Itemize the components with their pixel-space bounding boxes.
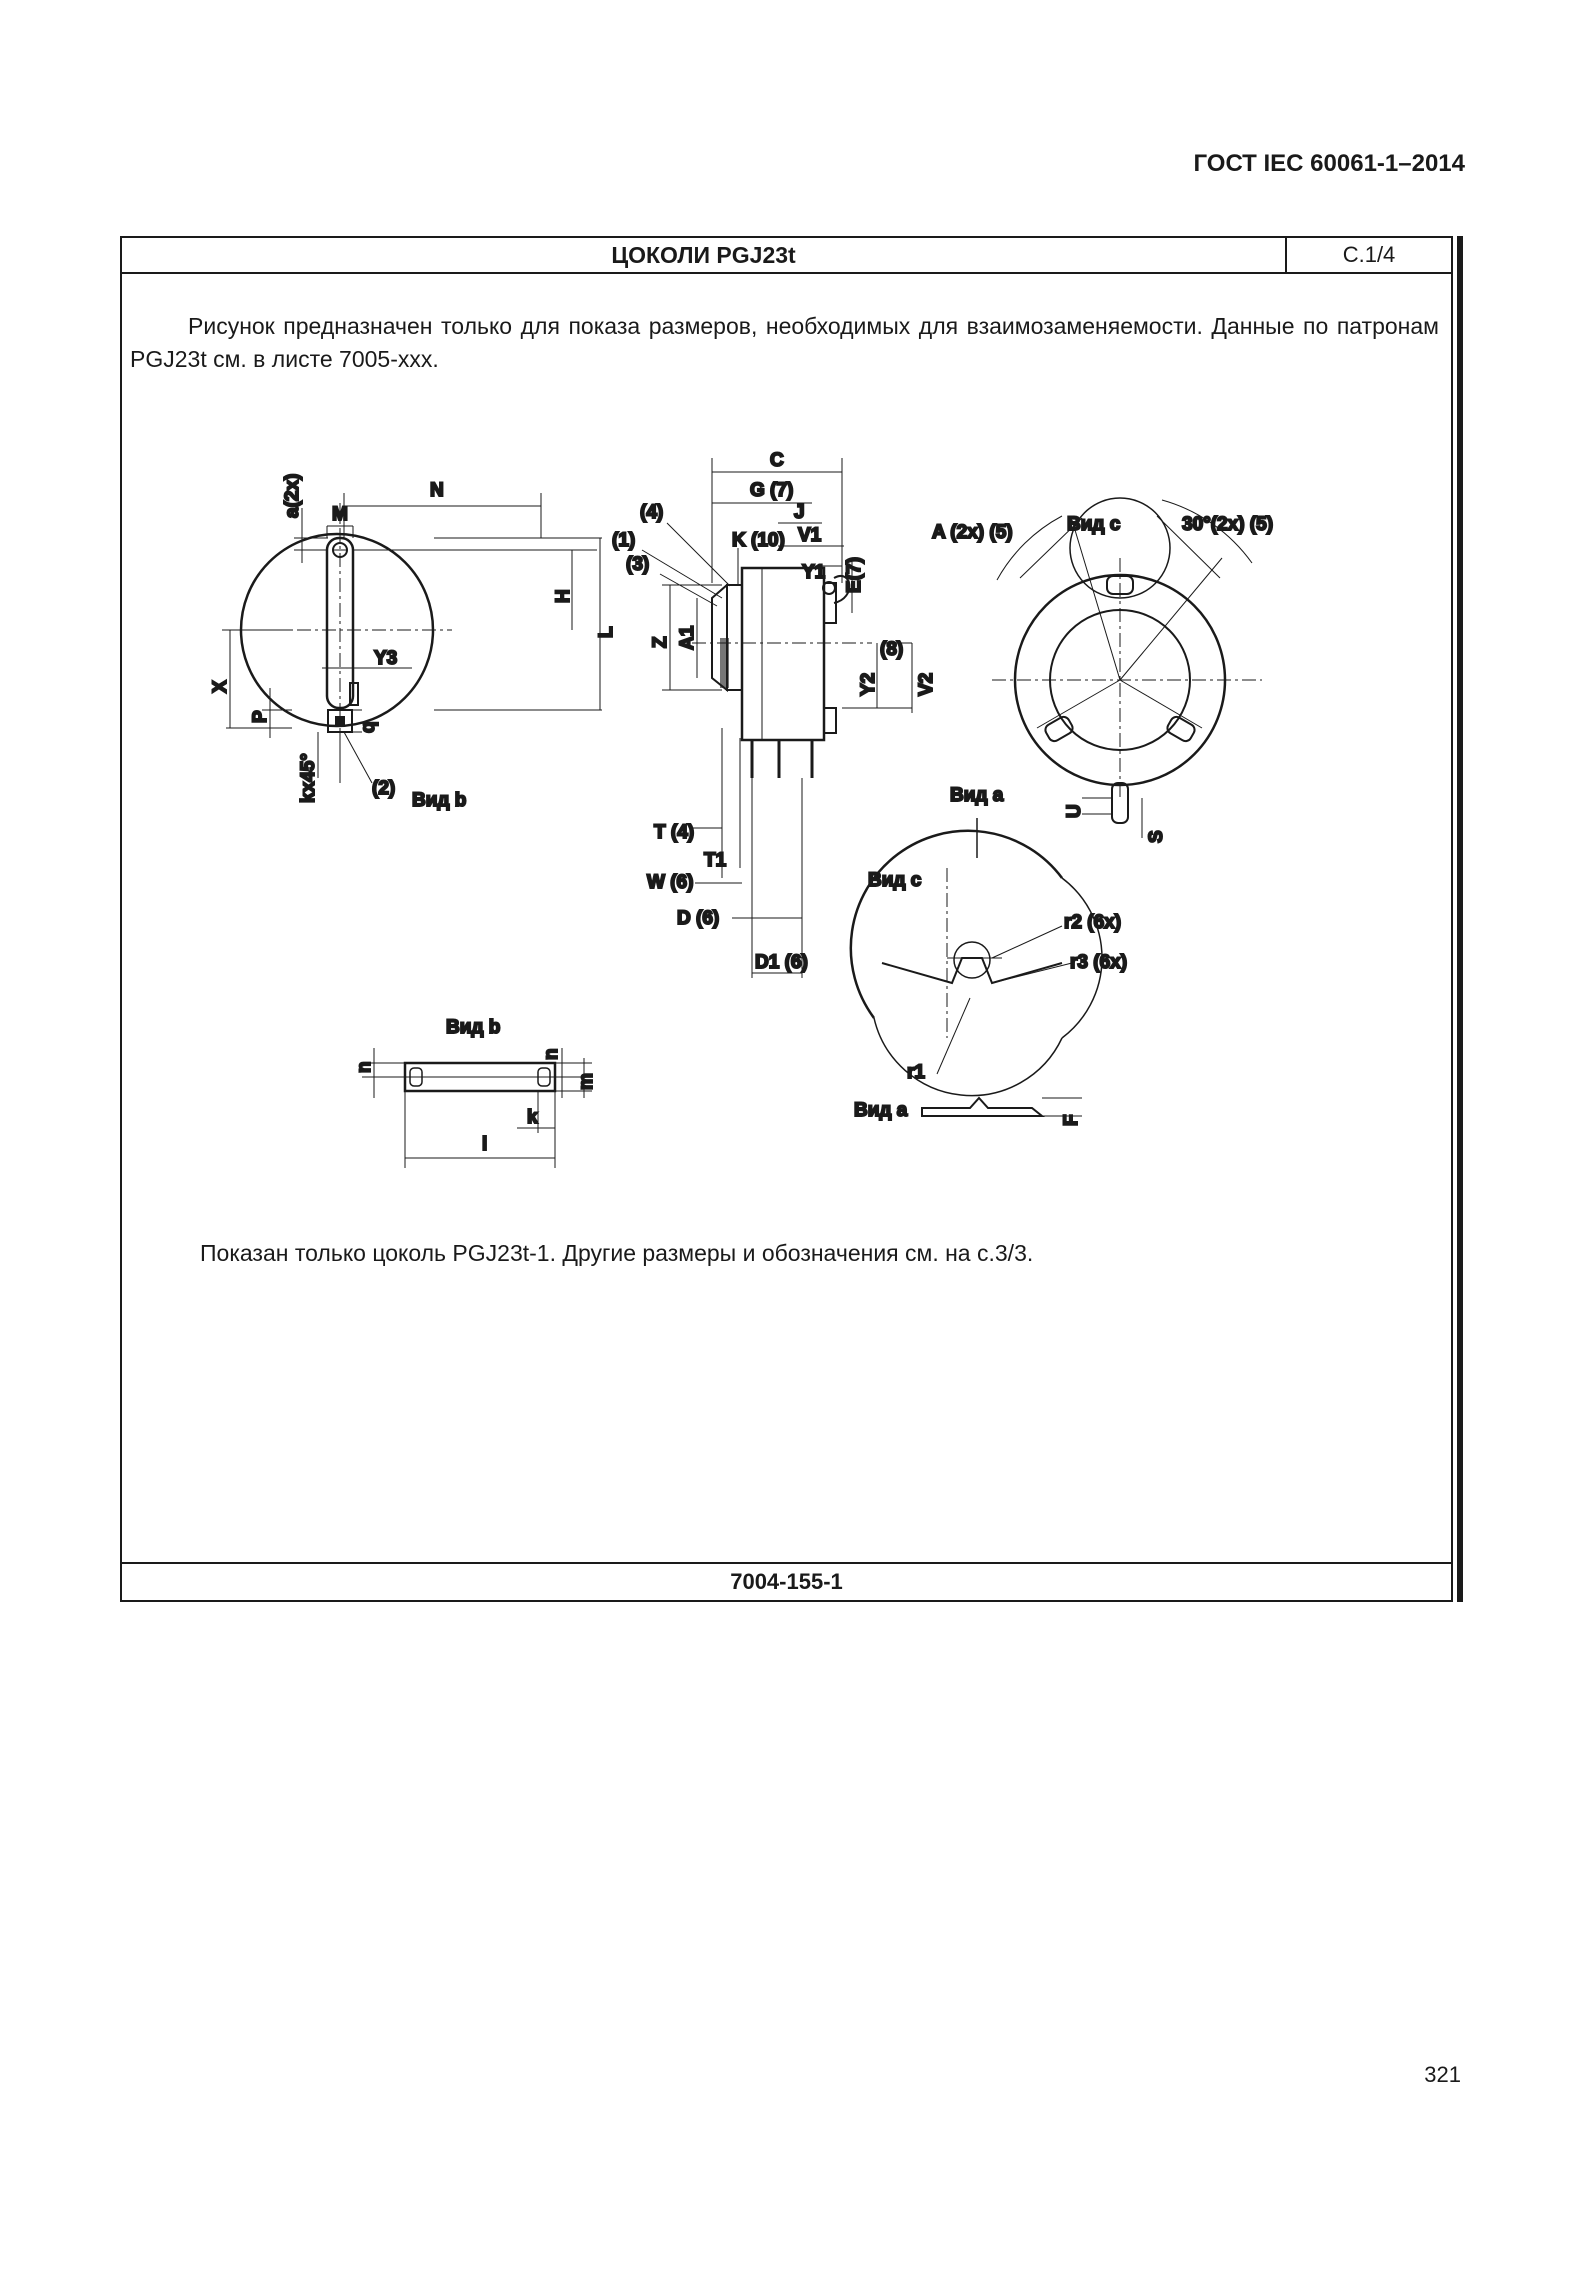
dim-label-a2x: a(2x): [282, 474, 303, 518]
intro-paragraph: Рисунок предназначен только для показа р…: [130, 313, 1439, 372]
view-b-title: Вид b: [446, 1017, 500, 1038]
sheet-number: С.1/4: [1342, 242, 1396, 267]
standard-designation: ГОСТ IEC 60061-1–2014: [1193, 150, 1465, 177]
dim-label-P: P: [250, 710, 271, 723]
dim-label-E7: E(7): [844, 557, 865, 593]
dim-label-l: l: [482, 1134, 487, 1155]
view-b-arrow-label: Вид b: [412, 790, 466, 811]
front-view: N M a(2x) H L Y3 X P q: [209, 473, 618, 812]
dim-label-30deg: 30°(2x) (5): [1182, 514, 1273, 535]
sheet-frame: ЦОКОЛИ PGJ23t С.1/4 Рисунок предназначен…: [120, 236, 1453, 1602]
dim-label-H: H: [553, 589, 574, 603]
dim-label-r3: r3 (6x): [1070, 952, 1127, 973]
technical-drawing: N M a(2x) H L Y3 X P q: [209, 449, 1274, 1168]
dim-label-X: X: [210, 680, 231, 693]
view-a-arrow-label: Вид a: [950, 785, 1004, 806]
dim-label-S: S: [1146, 830, 1167, 843]
view-a-label: Вид a: [854, 1100, 908, 1121]
view-c-label: Вид c: [1067, 514, 1121, 535]
dim-label-D16: D1 (6): [755, 952, 808, 973]
dim-label-m: m: [576, 1073, 597, 1090]
page-number: 321: [1424, 2062, 1461, 2087]
callout-3: (3): [626, 554, 649, 575]
view-c-detail: r2 (6x) r3 (6x) r1 Вид a F: [849, 829, 1128, 1127]
heavy-border: [1457, 236, 1463, 1602]
dim-label-C: C: [770, 450, 784, 471]
dim-label-M: M: [332, 504, 348, 525]
sheet-header: ЦОКОЛИ PGJ23t С.1/4: [122, 238, 1451, 274]
view-c-detail-arrow-label: Вид c: [868, 870, 922, 891]
view-c: A (2x) (5) Вид c 30°(2x) (5) U S Вид a В…: [867, 497, 1274, 892]
side-view: C G (7) J V1 Y1 E(7) (4) (1) (3) K (10) …: [611, 449, 938, 978]
dim-label-G7: G (7): [750, 480, 793, 501]
dim-label-V2: V2: [916, 673, 937, 696]
dim-label-Y1: Y1: [802, 562, 826, 583]
dim-label-q: q: [358, 721, 379, 733]
dim-label-kx45: kx45°: [298, 753, 319, 803]
dim-label-N: N: [430, 480, 444, 501]
dim-label-A1: A1: [677, 625, 698, 650]
dim-label-F: F: [1061, 1114, 1082, 1126]
callout-1: (1): [612, 530, 635, 551]
dim-label-K10: K (10): [732, 530, 785, 551]
sheet-code: 7004-155-1: [122, 1562, 1451, 1600]
dim-label-V1: V1: [798, 525, 822, 546]
dim-label-L: L: [596, 626, 617, 638]
dim-label-k: k: [527, 1107, 538, 1128]
dim-label-T1: T1: [704, 850, 727, 871]
dim-label-n-left: n: [354, 1061, 375, 1073]
callout-4: (4): [640, 502, 663, 523]
dim-label-U: U: [1064, 804, 1085, 818]
dim-label-J: J: [794, 502, 805, 523]
dim-label-D6: D (6): [677, 908, 719, 929]
dim-label-A2x5: A (2x) (5): [932, 522, 1013, 543]
dim-label-r2: r2 (6x): [1064, 912, 1121, 933]
callout-8: (8): [880, 639, 903, 660]
dim-label-Y3: Y3: [374, 648, 397, 669]
sheet-title: ЦОКОЛИ PGJ23t: [611, 242, 796, 268]
header-divider: [1285, 238, 1287, 272]
note-text: Показан только цоколь PGJ23t-1. Другие р…: [200, 1240, 1034, 1266]
dim-label-W6: W (6): [647, 872, 693, 893]
view-b: Вид b n n m l k: [353, 1016, 598, 1168]
dim-label-r1: r1: [907, 1062, 925, 1083]
callout-2: (2): [372, 778, 395, 799]
dim-label-Y2: Y2: [858, 673, 879, 696]
dim-label-Z: Z: [650, 636, 671, 648]
dim-label-n-right: n: [541, 1048, 562, 1060]
dim-label-T4: T (4): [654, 822, 694, 843]
